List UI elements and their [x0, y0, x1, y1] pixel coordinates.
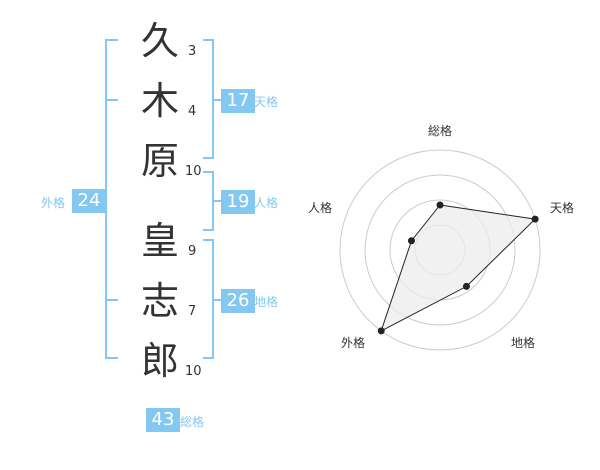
- jinkaku-label: 人格: [254, 196, 279, 210]
- radar-axis-label-gaikaku: 外格: [341, 336, 366, 350]
- jinkaku-badge: 19: [221, 190, 255, 214]
- radar-axis-label-tenkaku: 天格: [550, 201, 575, 215]
- soukaku-badge: 43: [146, 408, 180, 432]
- name-char-6: 郎: [140, 339, 179, 383]
- stroke-count-3: 10: [185, 164, 202, 179]
- radar-point-5: [407, 237, 415, 245]
- stroke-count-1: 3: [188, 44, 197, 59]
- radar-area: [380, 204, 537, 332]
- name-char-3: 原: [140, 139, 179, 183]
- soukaku-label: 総格: [180, 415, 205, 429]
- name-char-5: 志: [140, 279, 179, 323]
- name-char-2: 木: [140, 79, 179, 123]
- stroke-count-2: 4: [188, 104, 197, 119]
- tenkaku-badge: 17: [221, 89, 255, 113]
- radar-point-2: [531, 215, 539, 223]
- stroke-count-6: 10: [185, 364, 202, 379]
- gaikaku-label: 外格: [41, 196, 66, 210]
- radar-point-1: [436, 201, 444, 209]
- radar-point-3: [462, 282, 470, 290]
- chikaku-badge: 26: [221, 289, 255, 313]
- stroke-count-5: 7: [188, 304, 197, 319]
- chikaku-label: 地格: [254, 295, 279, 309]
- tenkaku-label: 天格: [254, 95, 279, 109]
- name-char-1: 久: [140, 19, 179, 63]
- radar-axis-label-chikaku: 地格: [511, 336, 536, 350]
- radar-point-4: [377, 327, 385, 335]
- name-char-4: 皇: [140, 219, 179, 263]
- gaikaku-badge: 24: [72, 189, 106, 213]
- stroke-count-4: 9: [188, 244, 197, 259]
- radar-axis-label-soukaku: 総格: [428, 124, 453, 138]
- radar-axis-label-jinkaku: 人格: [308, 201, 333, 215]
